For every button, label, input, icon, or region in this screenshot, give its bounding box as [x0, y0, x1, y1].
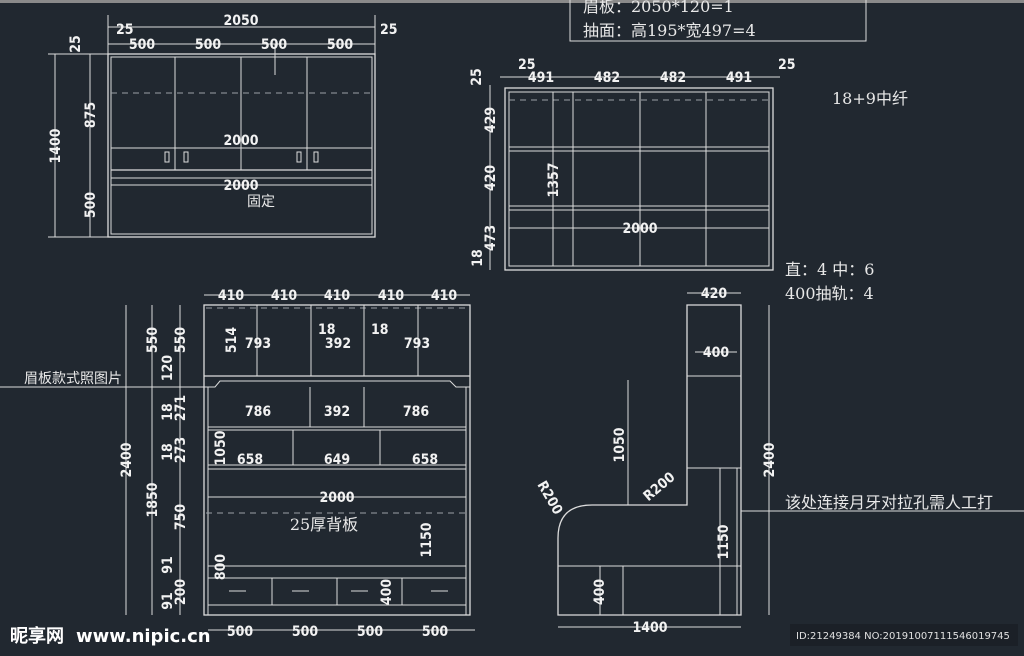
dim-edge-left: 25 — [518, 57, 536, 73]
dim-shelf1-w2: 392 — [324, 404, 350, 420]
dim-top-width: 420 — [701, 286, 728, 302]
dim-col-3: 482 — [660, 70, 686, 86]
watermark-id: ID:21249384 NO:20191007111546019745 — [796, 631, 1010, 642]
dim-top-col-3: 410 — [324, 288, 351, 304]
note-eyebrow: 眉板：2050*120=1 — [583, 0, 734, 16]
dim-top-col-5: 410 — [431, 288, 458, 304]
dim-v-18a: 18 — [160, 403, 176, 421]
dim-h-1150: 1150 — [419, 522, 435, 557]
note-drawer-face: 抽面：高195*宽497=4 — [583, 21, 756, 40]
dim-bottom-col-3: 500 — [357, 624, 384, 640]
dim-door-1: 500 — [129, 37, 156, 53]
dim-inner-height: 1357 — [546, 162, 562, 197]
dim-v-91a: 91 — [160, 556, 176, 574]
leader-label: 眉板款式照图片 — [24, 371, 122, 387]
watermark-url: www.nipic.cn — [76, 626, 211, 647]
dim-col-2: 482 — [594, 70, 620, 86]
fixed-label: 固定 — [247, 194, 275, 210]
dim-door-4: 500 — [327, 37, 354, 53]
dim-upper-w1: 793 — [245, 336, 271, 352]
dim-outer-upper: 550 — [145, 327, 161, 354]
hardware-note-1: 直：4 中：6 — [785, 260, 874, 279]
dim-gap-2: 18 — [371, 322, 389, 338]
dim-edge-left: 25 — [116, 22, 134, 38]
dim-side-height: 2400 — [762, 442, 778, 477]
dim-height-lower: 500 — [83, 192, 99, 219]
dim-v-271: 271 — [173, 395, 189, 421]
dim-door-2: 500 — [195, 37, 222, 53]
dim-h-400: 400 — [379, 579, 395, 606]
material-note: 18+9中纤 — [832, 89, 908, 108]
dim-height-upper: 875 — [83, 102, 99, 128]
hardware-note-2: 400抽轨：4 — [785, 284, 874, 303]
dim-side-1050: 1050 — [612, 427, 628, 462]
dim-total-height: 2400 — [119, 442, 135, 477]
dim-outer-lower: 1850 — [145, 482, 161, 517]
dim-tv-width: 2000 — [319, 490, 354, 506]
main-elevation: 410 410 410 410 410 514 793 392 793 18 1… — [0, 288, 475, 640]
notes-box: 眉板：2050*120=1 抽面：高195*宽497=4 — [569, 0, 867, 42]
dim-v-18b: 18 — [160, 443, 176, 461]
dim-upper-w2: 392 — [325, 336, 351, 352]
dim-door-3: 500 — [261, 37, 288, 53]
dim-shelf1-w1: 786 — [245, 404, 272, 420]
back-panel-label: 25厚背板 — [290, 515, 358, 534]
dim-shelf2-w1: 658 — [237, 452, 263, 468]
dim-edge-top: 25 — [68, 35, 84, 53]
dim-h-1050: 1050 — [213, 430, 229, 465]
dim-edge-bottom: 18 — [470, 249, 486, 267]
dim-v-550: 550 — [173, 327, 189, 354]
dim-base-width: 1400 — [632, 620, 667, 636]
watermark-logo: 昵享网 — [10, 625, 64, 647]
dim-radius-1: R200 — [534, 478, 566, 517]
dim-inner-width: 2000 — [622, 221, 657, 237]
dim-col-1: 491 — [528, 70, 554, 86]
dim-col-4: 491 — [726, 70, 752, 86]
watermark: 昵享网 www.nipic.cn ID:21249384 NO:20191007… — [10, 624, 1018, 647]
dim-height-total: 1400 — [48, 128, 64, 163]
window-edge — [0, 0, 1024, 3]
top-left-elevation: 2050 25 25 500 500 500 500 1400 875 500 … — [48, 13, 398, 238]
dim-v-273: 273 — [173, 437, 189, 463]
dim-inner-width: 400 — [703, 345, 730, 361]
dim-v-91b: 91 — [160, 592, 176, 610]
dim-bottom-col-1: 500 — [227, 624, 254, 640]
dim-row-1: 429 — [483, 107, 499, 133]
dim-top-col-4: 410 — [378, 288, 405, 304]
dim-shelf2-w3: 658 — [412, 452, 438, 468]
dim-side-1150: 1150 — [716, 524, 732, 559]
top-right-elevation: 25 25 491 482 482 491 25 429 420 473 18 … — [469, 57, 796, 271]
dim-bottom-col-2: 500 — [292, 624, 319, 640]
dim-edge-right: 25 — [380, 22, 398, 38]
dim-upper-height: 514 — [224, 327, 240, 354]
dim-row-2: 420 — [483, 165, 499, 192]
dim-top-col-1: 410 — [218, 288, 245, 304]
dim-drawer-height: 400 — [592, 579, 608, 606]
dim-gap-1: 18 — [318, 322, 336, 338]
dim-upper-w3: 793 — [404, 336, 430, 352]
dim-bottom-col-4: 500 — [422, 624, 449, 640]
dim-radius-2: R200 — [640, 469, 678, 505]
dim-shelf2-w2: 649 — [324, 452, 350, 468]
dim-h-800: 800 — [213, 554, 229, 581]
dim-overall-width: 2050 — [223, 13, 258, 29]
dim-v-120: 120 — [160, 355, 176, 382]
dim-v-750: 750 — [173, 504, 189, 531]
dim-top-col-2: 410 — [271, 288, 298, 304]
dim-shelf1-w3: 786 — [403, 404, 430, 420]
side-elevation: 420 400 2400 R200 R200 1050 1150 400 140… — [534, 286, 1024, 636]
dim-edge-top: 25 — [469, 68, 485, 86]
dim-inner-width-2: 2000 — [223, 178, 258, 194]
connection-note: 该处连接月牙对拉孔需人工打 — [785, 493, 993, 512]
dim-inner-width-1: 2000 — [223, 133, 258, 149]
dim-row-3: 473 — [483, 225, 499, 251]
dim-edge-right: 25 — [778, 57, 796, 73]
dim-v-200: 200 — [173, 579, 189, 606]
